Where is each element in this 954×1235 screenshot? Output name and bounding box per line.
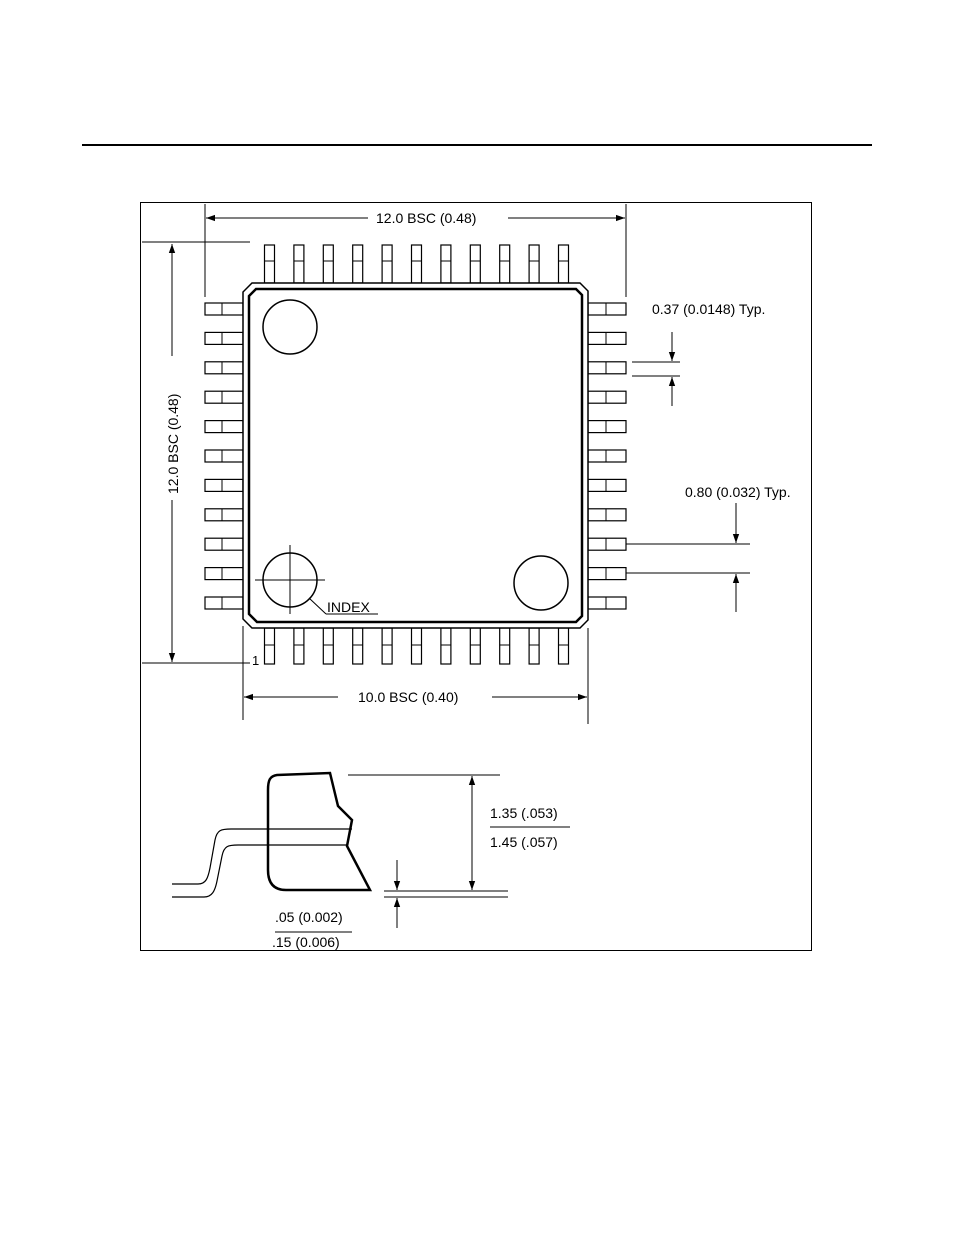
lead-top: [382, 245, 392, 283]
lead-left: [205, 538, 243, 550]
pin-pitch-label: 0.80 (0.032) Typ.: [685, 484, 791, 500]
lead-bottom: [559, 628, 569, 664]
lead-top: [470, 245, 480, 283]
lead-left: [205, 362, 243, 374]
lead-left: [205, 479, 243, 491]
lead-left: [205, 421, 243, 433]
side-profile-view: [172, 773, 570, 932]
mold-mark-bottom-right: [514, 556, 568, 610]
lead-left: [205, 568, 243, 580]
lead-right: [588, 538, 626, 550]
lead-bottom: [323, 628, 333, 664]
lead-bottom: [470, 628, 480, 664]
height-min-label: 1.35 (.053): [490, 805, 558, 821]
lead-bottom: [353, 628, 363, 664]
lead-right: [588, 421, 626, 433]
lead-bottom: [412, 628, 422, 664]
lead-left: [205, 303, 243, 315]
top-width-label: 12.0 BSC (0.48): [376, 210, 476, 226]
lead-top: [529, 245, 539, 283]
standoff-min-label: .05 (0.002): [275, 909, 343, 925]
pin-width-label: 0.37 (0.0148) Typ.: [652, 301, 765, 317]
lead-bottom: [441, 628, 451, 664]
lead-bottom: [529, 628, 539, 664]
height-max-label: 1.45 (.057): [490, 834, 558, 850]
lead-top: [500, 245, 510, 283]
lead-bottom: [265, 628, 275, 664]
lead-top: [323, 245, 333, 283]
left-height-label: 12.0 BSC (0.48): [165, 394, 181, 494]
lead-top: [559, 245, 569, 283]
lead-bottom: [294, 628, 304, 664]
lead-left: [205, 332, 243, 344]
lead-right: [588, 568, 626, 580]
lead-right: [588, 391, 626, 403]
lead-bottom: [382, 628, 392, 664]
lead-right: [588, 479, 626, 491]
lead-right: [588, 362, 626, 374]
pin-one-label: 1: [252, 653, 259, 668]
index-label: INDEX: [327, 599, 370, 615]
pins-top: [265, 245, 569, 283]
lead-right: [588, 509, 626, 521]
pin-width-dimension: [632, 332, 680, 406]
lead-left: [205, 509, 243, 521]
lead-left: [205, 597, 243, 609]
standoff-max-label: .15 (0.006): [272, 934, 340, 950]
lead-left: [205, 391, 243, 403]
lead-top: [294, 245, 304, 283]
lead-right: [588, 597, 626, 609]
lead-right: [588, 303, 626, 315]
lead-left: [205, 450, 243, 462]
lead-top: [265, 245, 275, 283]
lead-top: [353, 245, 363, 283]
mold-mark-top-left: [263, 300, 317, 354]
lead-right: [588, 332, 626, 344]
pins-left: [205, 303, 243, 609]
lead-top: [412, 245, 422, 283]
lead-bottom: [500, 628, 510, 664]
lead-right: [588, 450, 626, 462]
lead-top: [441, 245, 451, 283]
pins-right: [588, 303, 626, 609]
pin-pitch-dimension: [626, 503, 750, 612]
body-width-label: 10.0 BSC (0.40): [358, 689, 458, 705]
pins-bottom: [265, 628, 569, 664]
